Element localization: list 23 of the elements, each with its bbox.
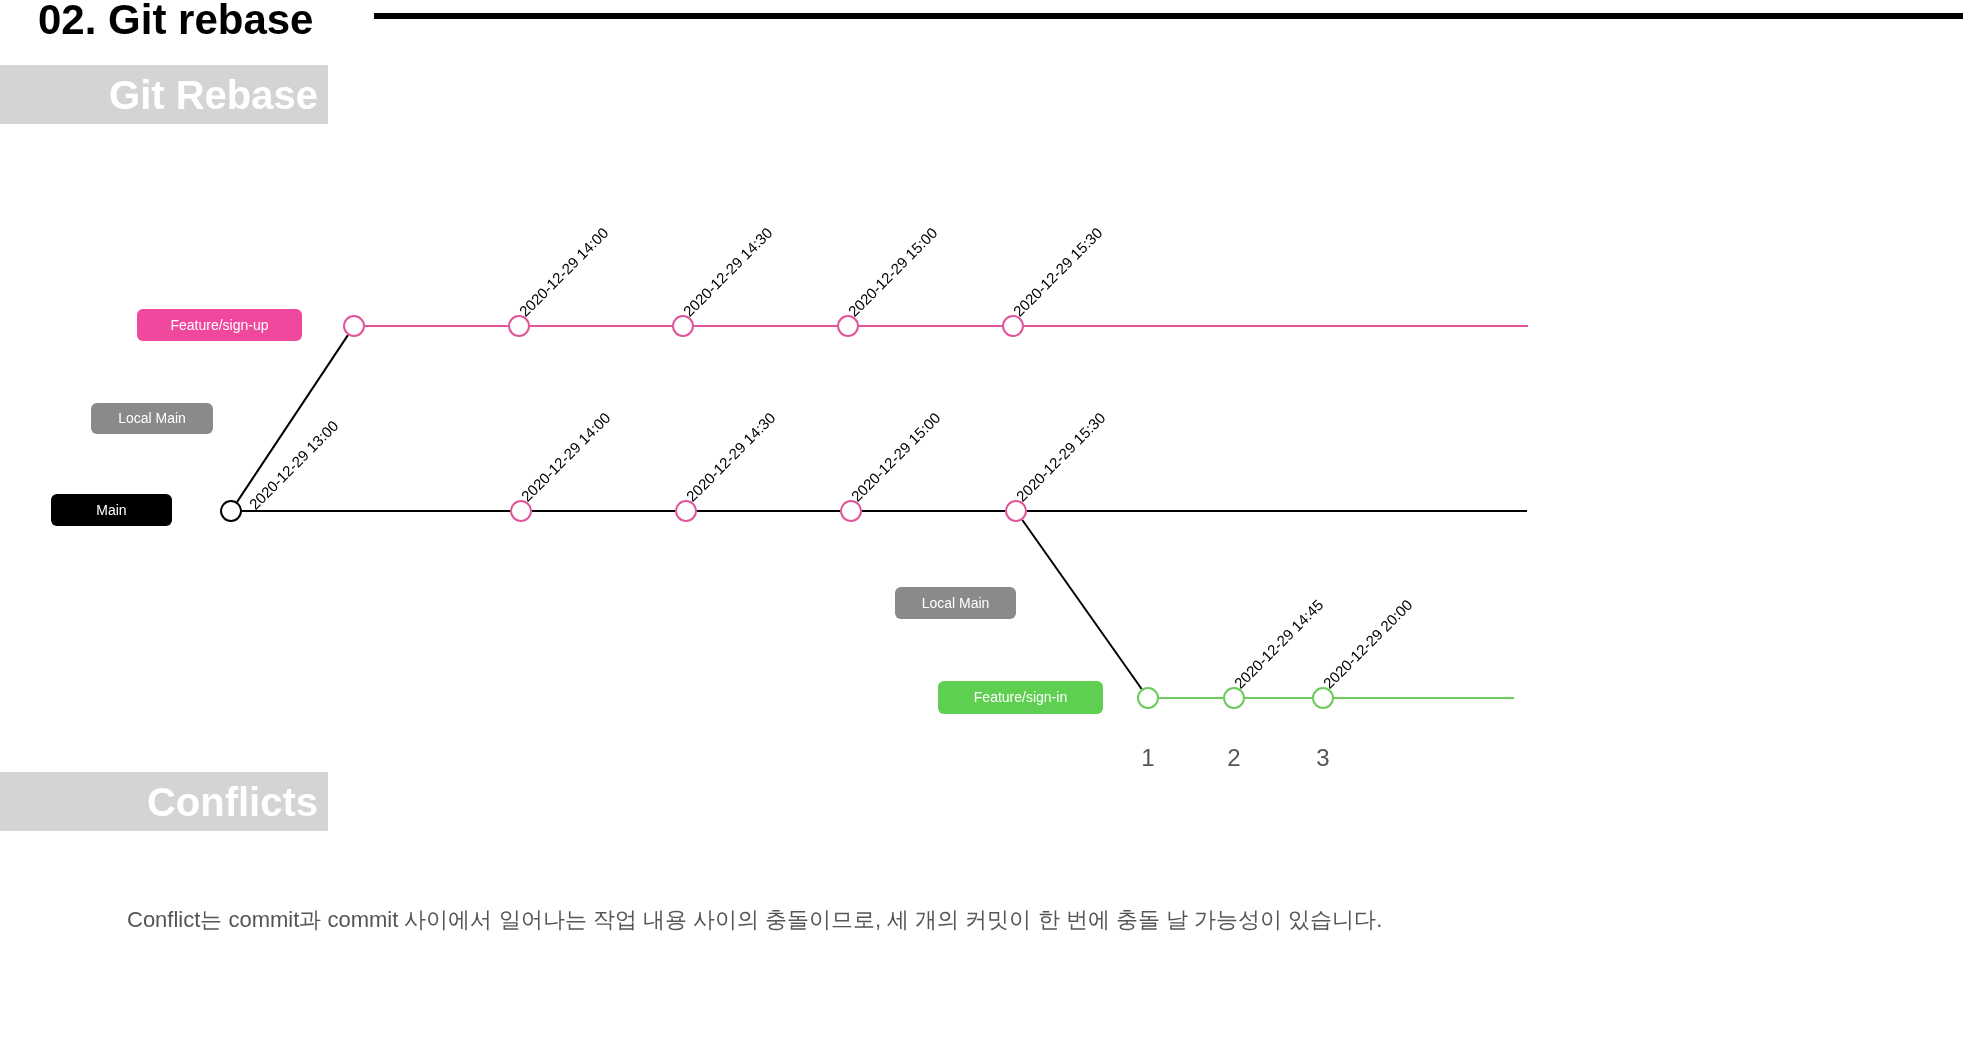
branch-line	[858, 325, 1003, 327]
branch-tag: Feature/sign-up	[137, 309, 302, 341]
branch-line	[1023, 325, 1529, 327]
branch-line	[364, 325, 509, 327]
step-number: 3	[1316, 743, 1330, 773]
branch-line	[693, 325, 838, 327]
branch-line	[531, 510, 676, 512]
branch-line	[1026, 510, 1528, 512]
branch-line	[1244, 697, 1313, 699]
branch-line	[1158, 697, 1224, 699]
branch-line	[529, 325, 673, 327]
branch-tag: Local Main	[91, 403, 213, 434]
branch-line	[1333, 697, 1515, 699]
step-number: 2	[1227, 743, 1241, 773]
branch-tag: Main	[51, 494, 172, 526]
branch-tag: Local Main	[895, 587, 1016, 619]
branch-tag: Feature/sign-in	[938, 681, 1103, 714]
branch-line	[241, 510, 511, 512]
branch-line	[696, 510, 841, 512]
branch-line	[861, 510, 1006, 512]
page-title: 02. Git rebase	[38, 0, 314, 45]
body-text: Conflict는 commit과 commit 사이에서 일어나는 작업 내용 사이의 충돌이므로, 세 개의 커밋이 한 번에 충돌 날 가능성이 있습니다.	[127, 906, 1383, 934]
step-number: 1	[1141, 743, 1155, 773]
